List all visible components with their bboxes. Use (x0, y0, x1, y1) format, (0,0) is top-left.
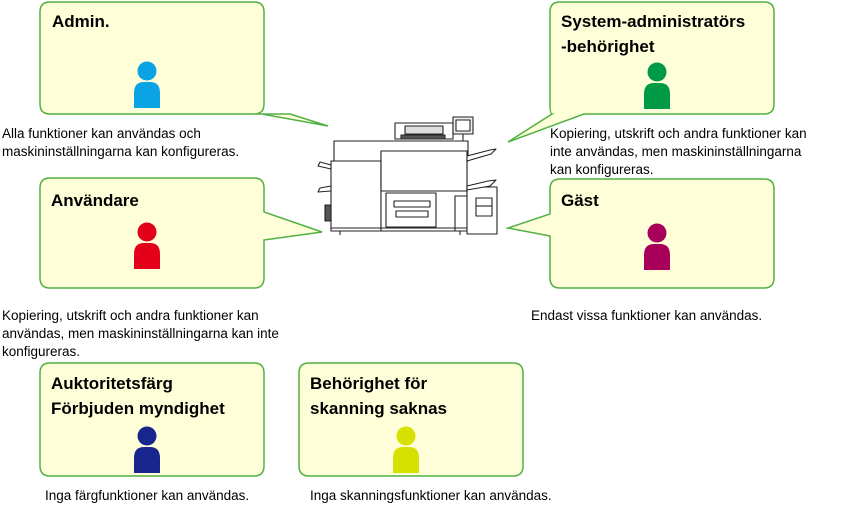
multifunction-printer-icon (317, 116, 498, 235)
guest-description-line1: Endast vissa funktioner kan användas. (531, 308, 762, 323)
color-forbidden-title-line1: Auktoritetsfärg (51, 374, 173, 393)
no-scan-title-line2: skanning saknas (310, 399, 447, 418)
person-icon (134, 61, 160, 108)
user-title: Användare (51, 191, 139, 210)
color-forbidden-title-line2: Förbjuden myndighet (51, 399, 225, 418)
sysadmin-title-line1: System-administratörs (561, 12, 745, 31)
person-icon (134, 222, 160, 269)
sysadmin-description-line3: kan konfigureras. (550, 162, 654, 177)
no-scan-title-line1: Behörighet för (310, 374, 427, 393)
no-scan-description-line1: Inga skanningsfunktioner kan användas. (310, 488, 552, 503)
person-icon (393, 426, 419, 473)
bubble-user (39, 177, 323, 289)
bubble-no-scan (298, 362, 524, 477)
person-icon (134, 426, 160, 473)
sysadmin-description-line2: inte användas, men maskininställningarna (550, 144, 802, 159)
sysadmin-description-line1: Kopiering, utskrift och andra funktioner… (550, 126, 807, 141)
color-forbidden-description-line1: Inga färgfunktioner kan användas. (45, 488, 249, 503)
person-icon (644, 62, 670, 109)
admin-description-line2: maskininställningarna kan konfigureras. (2, 144, 239, 159)
guest-title: Gäst (561, 191, 599, 210)
bubble-guest (505, 178, 775, 289)
user-description-line1: Kopiering, utskrift och andra funktioner… (2, 308, 259, 323)
bubble-sysadmin (507, 1, 775, 143)
user-description-line2: användas, men maskininställningarna kan … (2, 326, 279, 341)
user-description-line3: konfigureras. (2, 344, 80, 359)
person-icon (644, 223, 670, 270)
bubble-admin (39, 1, 329, 127)
admin-description-line1: Alla funktioner kan användas och (2, 126, 201, 141)
admin-title: Admin. (52, 12, 110, 31)
sysadmin-title-line2: -behörighet (561, 37, 655, 56)
bubble-color-forbidden (39, 362, 265, 477)
